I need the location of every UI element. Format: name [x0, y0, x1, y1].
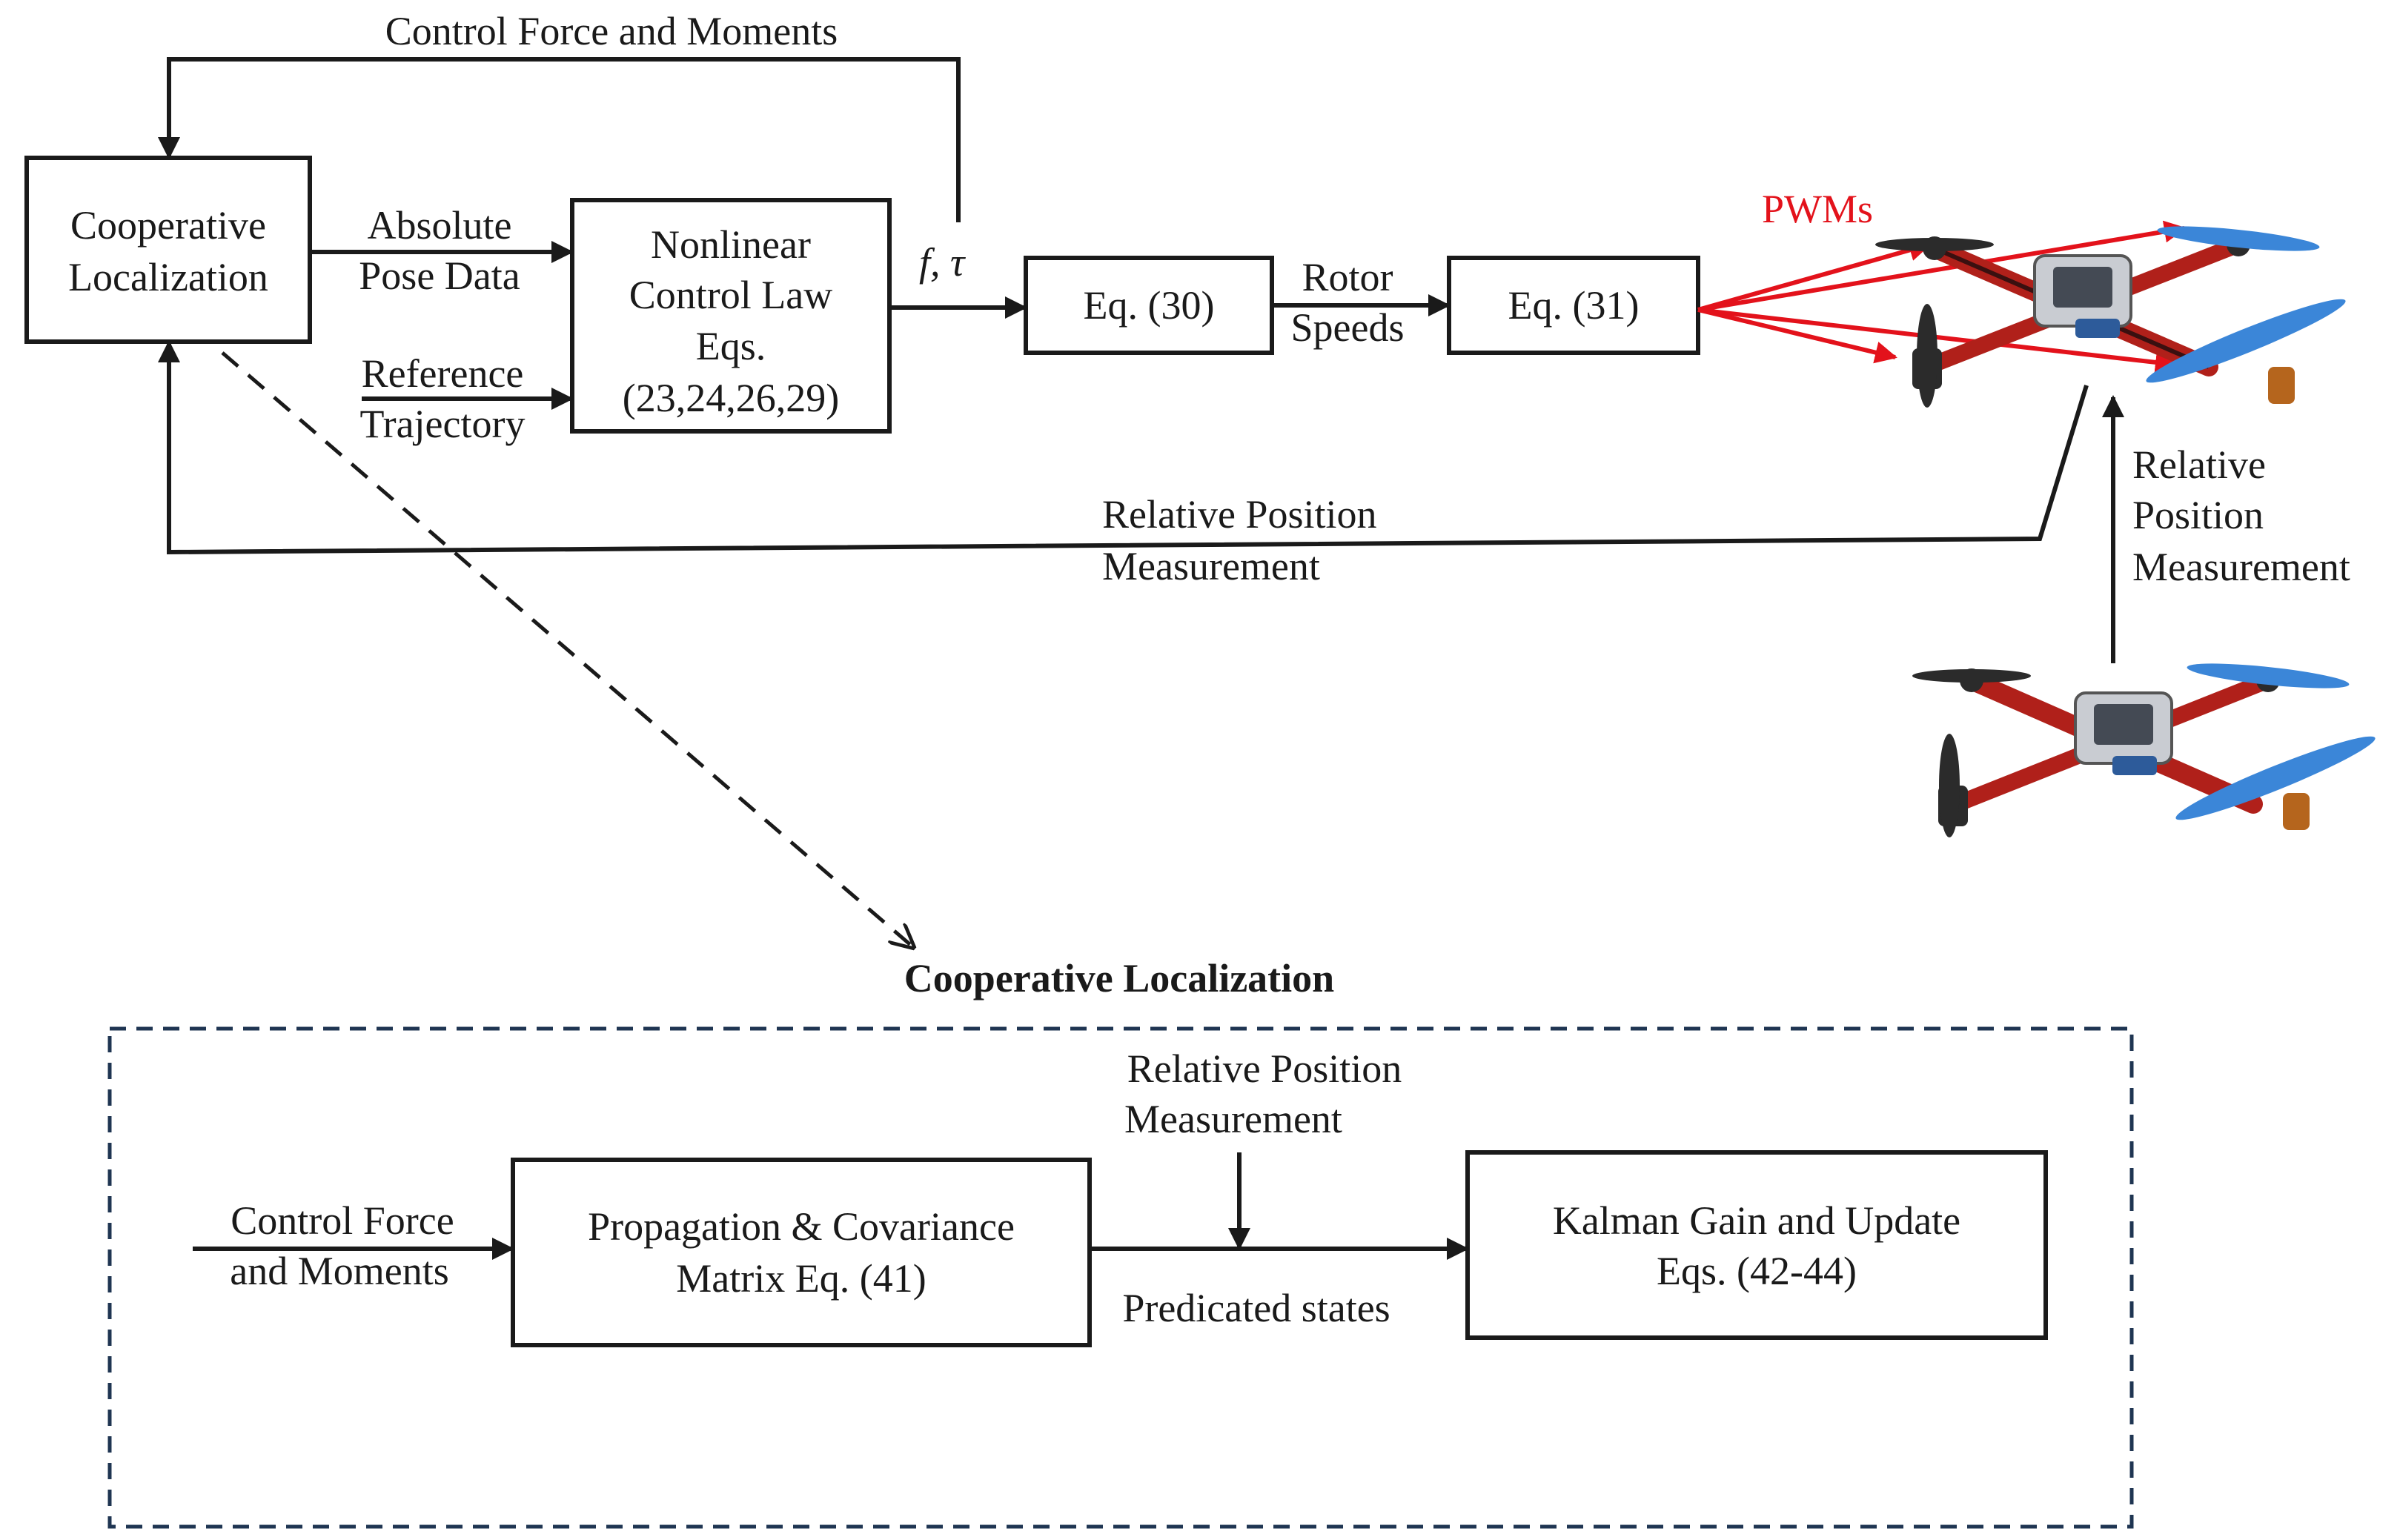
control-box-line2: Control Law	[629, 273, 832, 317]
absolute-pose-line1: Absolute	[368, 203, 512, 248]
propagation-line2: Matrix Eq. (41)	[676, 1256, 926, 1301]
rel-pos-right-line2: Position	[2132, 493, 2264, 537]
coop-box-line1: Cooperative	[70, 203, 266, 248]
rel-pos-right-line1: Relative	[2132, 442, 2266, 487]
kalman-line2: Eqs. (42-44)	[1657, 1249, 1857, 1293]
cooperative-localization-box	[24, 156, 312, 344]
propagation-line1: Propagation & Covariance	[588, 1204, 1015, 1249]
coop-box-line2: Localization	[68, 255, 268, 299]
kalman-box	[1465, 1150, 2048, 1340]
pwm-arrow-3	[1697, 308, 1897, 364]
dashed-expansion-arrow	[221, 351, 913, 947]
feedback-label: Control Force and Moments	[385, 9, 838, 53]
eq31-label: Eq. (31)	[1508, 283, 1640, 328]
pwms-label: PWMs	[1762, 187, 1873, 231]
predicated-states-label: Predicated states	[1122, 1286, 1390, 1330]
reference-trajectory-line1: Reference	[362, 351, 524, 396]
eq30-label: Eq. (30)	[1084, 283, 1215, 328]
pwm-arrow-2	[1697, 220, 2187, 312]
dashed-frame	[107, 1026, 2134, 1529]
reference-trajectory-line2: Trajectory	[360, 402, 526, 446]
rel-pos-right-line3: Measurement	[2132, 545, 2350, 589]
quadcopter-icon-upper	[1875, 226, 2346, 408]
nonlinear-control-law-box	[570, 198, 892, 434]
pwm-arrow-1	[1697, 239, 1932, 312]
rel-pos-bottom-line1: Relative Position	[1102, 492, 1377, 537]
f-tau-label: f, τ	[919, 240, 966, 285]
section-title: Cooperative Localization	[904, 956, 1334, 1000]
quadcopter-icon-lower	[1912, 663, 2376, 837]
rel-pos-bottom-line2: Measurement	[1102, 544, 1320, 588]
feedback-control-force-line	[158, 57, 961, 222]
control-box-line1: Nonlinear	[651, 222, 811, 267]
control-input-line2: and Moments	[230, 1249, 448, 1293]
rel-pos-line1: Relative Position	[1127, 1046, 1402, 1091]
control-box-line3: Eqs.	[696, 324, 766, 368]
control-input-line1: Control Force	[231, 1198, 454, 1243]
control-box-line4: (23,24,26,29)	[623, 376, 839, 420]
kalman-line1: Kalman Gain and Update	[1553, 1198, 1960, 1243]
rotor-speeds-line2: Speeds	[1291, 305, 1405, 350]
rel-pos-line2: Measurement	[1124, 1097, 1342, 1141]
absolute-pose-line2: Pose Data	[359, 253, 520, 298]
relative-position-feedback-line	[158, 340, 2089, 555]
propagation-box	[511, 1158, 1092, 1347]
rotor-speeds-line1: Rotor	[1302, 255, 1393, 299]
